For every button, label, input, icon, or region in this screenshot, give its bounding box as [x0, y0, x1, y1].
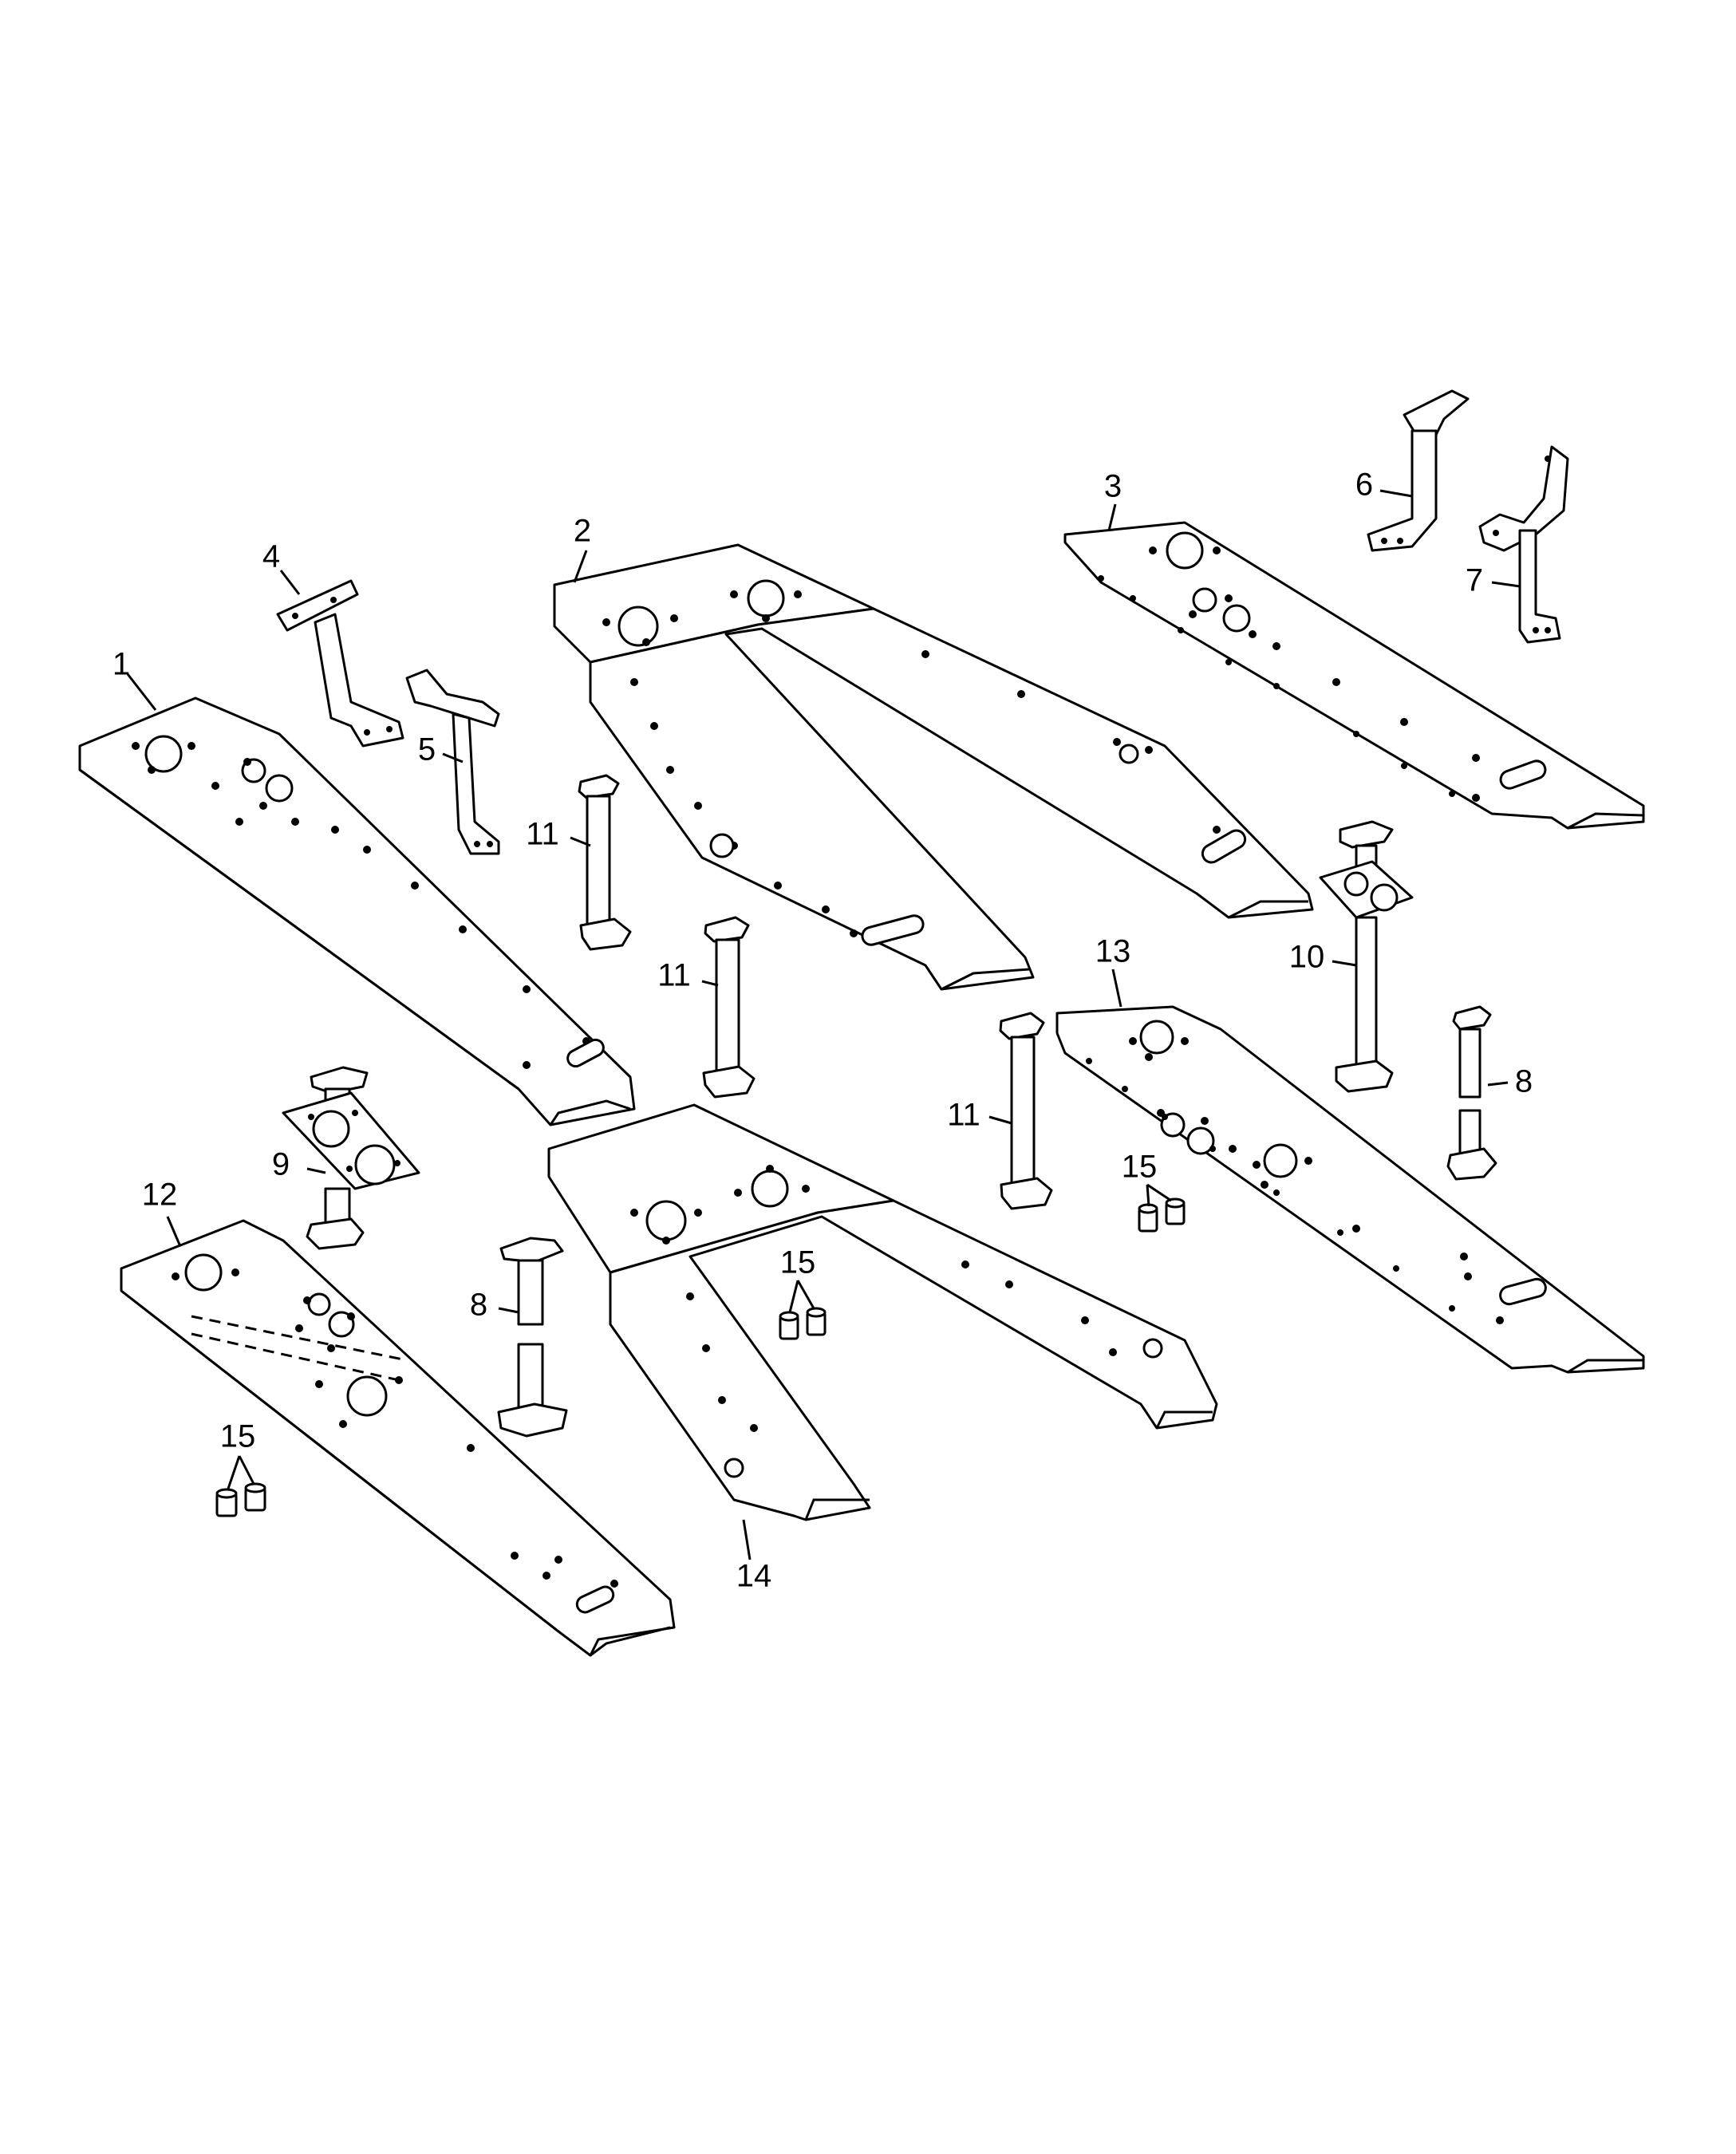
part-15-bushings-a [779, 1307, 827, 1340]
callout-1: 1 [112, 647, 130, 682]
callout-2: 2 [574, 514, 591, 549]
callout-4: 4 [262, 539, 280, 574]
part-6-bracket [1367, 389, 1470, 552]
part-3-frame-plate [1063, 521, 1645, 830]
callout-3: 3 [1104, 469, 1122, 504]
part-9-post-assembly [282, 1066, 420, 1250]
part-8-post-left [497, 1237, 568, 1438]
callout-15-b: 15 [1122, 1150, 1158, 1185]
callout-5: 5 [418, 732, 436, 767]
part-8-post-right [1446, 1005, 1497, 1181]
part-10-post-assembly [1319, 820, 1414, 1093]
callout-labels: 1 2 3 4 5 6 7 8 8 9 10 11 11 11 12 13 14… [112, 467, 1533, 1594]
callout-15-a: 15 [780, 1245, 816, 1280]
part-4-bracket [276, 579, 404, 748]
part-1-frame-plate [78, 696, 636, 1126]
part-2-frame-assembly [553, 543, 1314, 991]
part-11-post-c [999, 1012, 1053, 1210]
callout-10: 10 [1289, 940, 1325, 975]
part-5-bracket [405, 669, 500, 855]
part-11-post-b [702, 916, 756, 1099]
callout-14: 14 [736, 1559, 772, 1594]
callout-15-c: 15 [220, 1419, 256, 1454]
callout-11-c: 11 [947, 1098, 980, 1133]
part-7-bracket [1478, 445, 1569, 644]
callout-13: 13 [1095, 934, 1131, 969]
callout-12: 12 [142, 1178, 178, 1213]
callout-6: 6 [1355, 467, 1373, 503]
part-12-frame-plate [120, 1219, 676, 1657]
part-15-bushings-c [215, 1482, 266, 1517]
callout-8-left: 8 [470, 1288, 487, 1323]
callout-9: 9 [272, 1147, 290, 1182]
callout-11-a: 11 [526, 817, 559, 852]
callout-8-right: 8 [1515, 1064, 1533, 1099]
callout-7: 7 [1466, 563, 1483, 598]
part-11-post-a [578, 774, 632, 951]
part-15-bushings-b [1138, 1197, 1186, 1233]
leader-lines [126, 489, 1521, 1560]
part-14-frame-assembly [547, 1103, 1218, 1521]
callout-11-b: 11 [657, 958, 691, 993]
part-13-frame-plate [1055, 1005, 1645, 1374]
